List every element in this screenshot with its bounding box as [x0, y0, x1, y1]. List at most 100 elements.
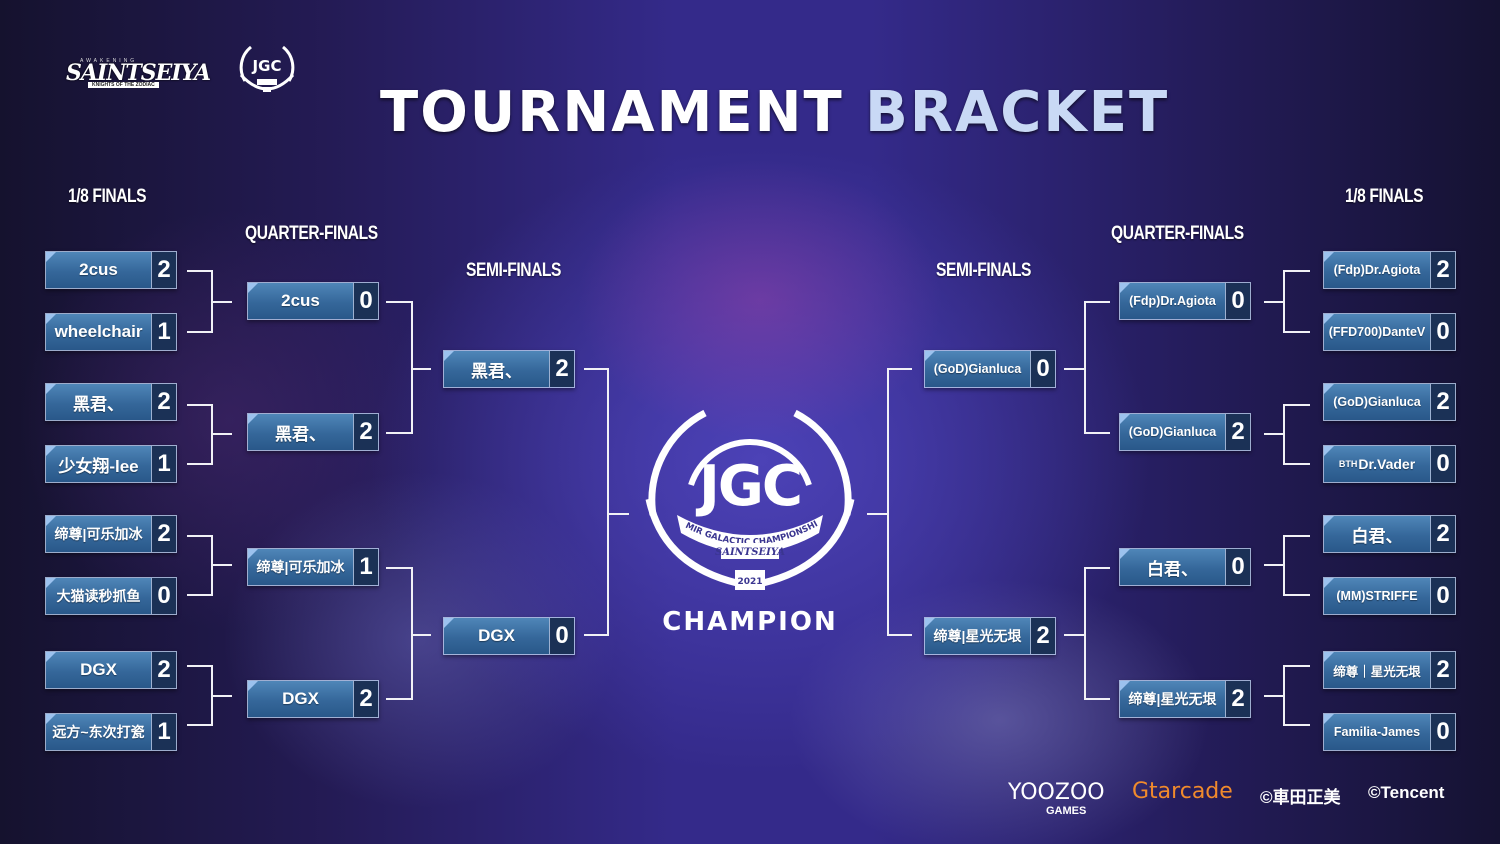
player-name: 缔尊｜星光无垠 — [1324, 652, 1430, 688]
player-score: 2 — [1430, 516, 1455, 552]
logo-subtitle: AWAKENING — [80, 58, 138, 64]
player-score: 0 — [1225, 283, 1250, 319]
match-slot-left-qf-4[interactable]: DGX 2 — [247, 680, 379, 718]
player-score: 2 — [549, 351, 574, 387]
match-slot-left-r16-2[interactable]: wheelchair 1 — [45, 313, 177, 351]
jgc-small-logo-icon: JGC — [237, 41, 297, 99]
copyright-kurumada: ©車田正美 — [1260, 788, 1341, 807]
match-slot-left-r16-8[interactable]: 远方~东次打瓷 1 — [45, 713, 177, 751]
player-score: 0 — [1430, 314, 1455, 350]
player-score: 2 — [1225, 414, 1250, 450]
player-name: (Fdp)Dr.Agiota — [1120, 283, 1225, 319]
player-name: 黑君、 — [248, 414, 353, 450]
player-name: 远方~东次打瓷 — [46, 714, 151, 750]
match-slot-right-r16-7[interactable]: 缔尊｜星光无垠 2 — [1323, 651, 1456, 689]
match-slot-right-qf-3[interactable]: 白君、 0 — [1119, 548, 1251, 586]
match-slot-left-r16-6[interactable]: 大猫读秒抓鱼 0 — [45, 577, 177, 615]
jgc-championship-logo-icon: JAMIR GALACTIC CHAMPIONSHIP JGC SAINTSEI… — [640, 398, 857, 605]
svg-text:2021: 2021 — [737, 577, 762, 587]
player-score: 2 — [1430, 384, 1455, 420]
player-name: 黑君、 — [46, 384, 151, 420]
match-slot-left-sf-2[interactable]: DGX 0 — [443, 617, 575, 655]
player-score: 2 — [151, 252, 176, 288]
match-slot-left-r16-3[interactable]: 黑君、 2 — [45, 383, 177, 421]
label-left-r16: 1/8 FINALS — [68, 186, 147, 207]
match-slot-left-qf-1[interactable]: 2cus 0 — [247, 282, 379, 320]
player-name: (FFD700)DanteV — [1324, 314, 1430, 350]
match-slot-right-qf-1[interactable]: (Fdp)Dr.Agiota 0 — [1119, 282, 1251, 320]
player-score: 1 — [151, 446, 176, 482]
player-name: 缔尊|星光无垠 — [925, 618, 1030, 654]
match-slot-right-qf-4[interactable]: 缔尊|星光无垠 2 — [1119, 680, 1251, 718]
copyright-tencent: ©Tencent — [1368, 783, 1445, 802]
player-name: DGX — [46, 652, 151, 688]
match-slot-left-qf-3[interactable]: 缔尊|可乐加冰 1 — [247, 548, 379, 586]
player-score: 2 — [1225, 681, 1250, 717]
svg-text:SAINTSEIYA: SAINTSEIYA — [715, 547, 785, 558]
player-name: 黑君、 — [444, 351, 549, 387]
match-slot-right-r16-8[interactable]: Familia-James 0 — [1323, 713, 1456, 751]
label-left-qf: QUARTER-FINALS — [245, 223, 378, 244]
player-score: 0 — [1225, 549, 1250, 585]
player-score: 0 — [1430, 714, 1455, 750]
player-name: 大猫读秒抓鱼 — [46, 578, 151, 614]
player-score: 0 — [1030, 351, 1055, 387]
match-slot-left-r16-1[interactable]: 2cus 2 — [45, 251, 177, 289]
match-slot-left-r16-5[interactable]: 缔尊|可乐加冰 2 — [45, 515, 177, 553]
player-score: 2 — [1030, 618, 1055, 654]
player-score: 2 — [1430, 652, 1455, 688]
player-score: 1 — [151, 314, 176, 350]
match-slot-left-sf-1[interactable]: 黑君、 2 — [443, 350, 575, 388]
player-name: 白君、 — [1120, 549, 1225, 585]
logo-tagline: KNIGHTS OF THE ZODIAC — [88, 82, 159, 88]
label-right-r16: 1/8 FINALS — [1345, 186, 1424, 207]
player-name: (GoD)Gianluca — [925, 351, 1030, 387]
player-name: Familia-James — [1324, 714, 1430, 750]
label-right-sf: SEMI-FINALS — [936, 260, 1032, 281]
player-name: 少女翔-lee — [46, 446, 151, 482]
title-word-bracket: BRACKET — [865, 80, 1170, 145]
match-slot-right-qf-2[interactable]: (GoD)Gianluca 2 — [1119, 413, 1251, 451]
player-name: DGX — [248, 681, 353, 717]
champion-label: CHAMPION — [662, 607, 838, 637]
yoozoo-games-label: GAMES — [1046, 805, 1087, 817]
page-title: TOURNAMENT BRACKET — [380, 80, 1167, 146]
player-name: 缔尊|可乐加冰 — [248, 549, 353, 585]
saint-seiya-logo: AWAKENING SAINTSEIYA KNIGHTS OF THE ZODI… — [58, 50, 211, 90]
player-score: 2 — [353, 681, 378, 717]
player-score: 0 — [151, 578, 176, 614]
player-name-text: Dr.Vader — [1358, 456, 1416, 472]
player-score: 2 — [151, 516, 176, 552]
yoozoo-logo: YOOZOO — [1008, 780, 1105, 805]
match-slot-left-r16-4[interactable]: 少女翔-lee 1 — [45, 445, 177, 483]
match-slot-left-qf-2[interactable]: 黑君、 2 — [247, 413, 379, 451]
gtarcade-logo: Gtarcade — [1132, 779, 1233, 804]
match-slot-right-r16-5[interactable]: 白君、 2 — [1323, 515, 1456, 553]
match-slot-right-r16-1[interactable]: (Fdp)Dr.Agiota 2 — [1323, 251, 1456, 289]
player-name: (Fdp)Dr.Agiota — [1324, 252, 1430, 288]
player-name: 缔尊|星光无垠 — [1120, 681, 1225, 717]
player-name: 2cus — [248, 283, 353, 319]
player-score: 0 — [1430, 578, 1455, 614]
player-name: 白君、 — [1324, 516, 1430, 552]
player-name: DGX — [444, 618, 549, 654]
match-slot-right-r16-3[interactable]: (GoD)Gianluca 2 — [1323, 383, 1456, 421]
match-slot-right-r16-6[interactable]: (MM)STRIFFE 0 — [1323, 577, 1456, 615]
match-slot-left-r16-7[interactable]: DGX 2 — [45, 651, 177, 689]
logo-main-text: SAINTSEIYA — [66, 60, 211, 86]
player-name: (GoD)Gianluca — [1120, 414, 1225, 450]
svg-text:JGC: JGC — [695, 454, 801, 519]
match-slot-right-sf-2[interactable]: 缔尊|星光无垠 2 — [924, 617, 1056, 655]
player-score: 0 — [1430, 446, 1455, 482]
player-name: wheelchair — [46, 314, 151, 350]
player-name: (MM)STRIFFE — [1324, 578, 1430, 614]
player-score: 1 — [151, 714, 176, 750]
player-score: 0 — [353, 283, 378, 319]
svg-text:JGC: JGC — [252, 57, 282, 75]
label-left-sf: SEMI-FINALS — [466, 260, 562, 281]
match-slot-right-sf-1[interactable]: (GoD)Gianluca 0 — [924, 350, 1056, 388]
player-score: 2 — [353, 414, 378, 450]
match-slot-right-r16-2[interactable]: (FFD700)DanteV 0 — [1323, 313, 1456, 351]
